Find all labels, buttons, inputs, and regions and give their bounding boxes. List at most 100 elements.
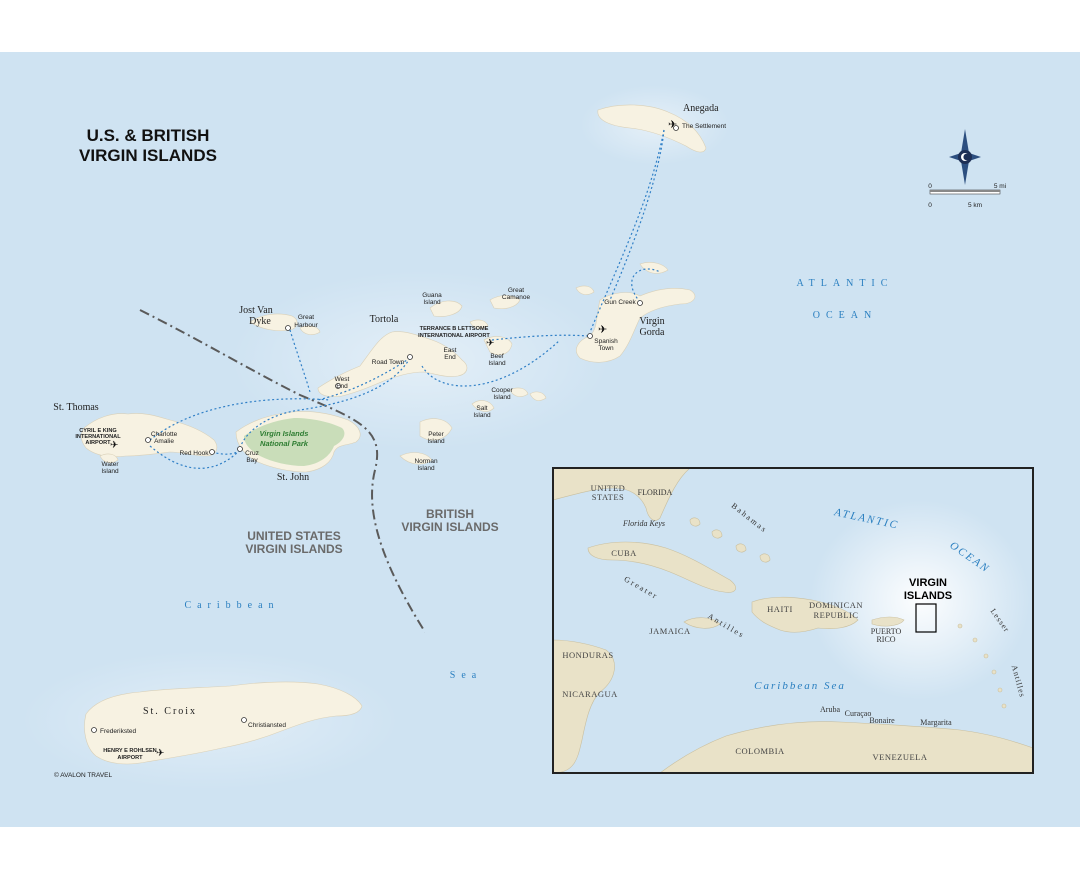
- label-guana-1: Guana: [422, 292, 442, 299]
- label-cyril-airport-3: AIRPORT: [85, 440, 111, 446]
- inset-central-america: [553, 639, 615, 773]
- jost-van-dyke-island: [249, 313, 298, 332]
- label-st-john: St. John: [277, 472, 309, 483]
- label-caribbean: Caribbean: [184, 600, 279, 611]
- label-great-camanoe-1: Great: [508, 287, 524, 294]
- label-peter-island-1: Peter: [428, 431, 444, 438]
- svg-text:✈: ✈: [110, 440, 118, 451]
- label-water-island-2: Island: [101, 468, 119, 475]
- virgin-gorda-island: [576, 288, 696, 363]
- inset-label-venezuela: VENEZUELA: [872, 752, 927, 762]
- label-water-island-1: Water: [101, 461, 119, 468]
- label-national-park-2: National Park: [260, 439, 309, 448]
- anegada-island: [597, 104, 707, 153]
- label-beef-island-1: Beef: [490, 353, 504, 360]
- label-terrance-airport-1: TERRANCE B LETTSOME: [420, 326, 489, 332]
- label-spanish-town-1: Spanish: [594, 338, 618, 345]
- label-virgin-gorda-2: Gorda: [640, 327, 666, 338]
- label-beef-island-2: Island: [488, 360, 506, 367]
- label-cyril-airport-2: INTERNATIONAL: [75, 434, 121, 440]
- label-salt-island-1: Salt: [476, 405, 487, 412]
- label-peter-island-2: Island: [427, 438, 445, 445]
- label-norman-island-2: Island: [417, 465, 435, 472]
- label-usvi-2: VIRGIN ISLANDS: [245, 542, 342, 556]
- label-the-settlement: The Settlement: [682, 123, 726, 130]
- inset-hispaniola: [751, 596, 859, 633]
- inset-florida: [553, 468, 691, 521]
- label-charlotte-amalie-1: Charlotte: [151, 431, 178, 438]
- label-great-harbour-2: Harbour: [294, 322, 318, 329]
- national-park-area: [244, 418, 345, 466]
- inset-label-margarita: Margarita: [920, 718, 952, 727]
- label-st-thomas: St. Thomas: [53, 402, 98, 413]
- inset-label-cuba: CUBA: [611, 548, 637, 558]
- label-henry-airport-2: AIRPORT: [117, 755, 143, 761]
- inset-label-united-1: UNITED: [591, 483, 626, 493]
- label-cooper-island-2: Island: [493, 394, 511, 401]
- inset-label-bonaire: Bonaire: [869, 716, 895, 725]
- label-spanish-town-2: Town: [598, 345, 614, 352]
- inset-label-florida: FLORIDA: [638, 488, 673, 497]
- inset-jamaica: [683, 617, 721, 629]
- scale-five-mi: 5 mi: [994, 183, 1006, 190]
- inset-label-aruba: Aruba: [820, 705, 840, 714]
- label-henry-airport-1: HENRY E ROHLSEN: [103, 748, 156, 754]
- label-jost-van-dyke-1: Jost Van: [239, 305, 272, 316]
- inset-label-virgin-islands-1: VIRGIN: [909, 577, 947, 589]
- inset-label-puerto-2: RICO: [876, 635, 895, 644]
- scale-zero-mi: 0: [928, 183, 932, 190]
- label-christiansted: Christiansted: [248, 722, 286, 729]
- label-cruz-bay-2: Bay: [246, 457, 258, 464]
- territorial-boundary: [139, 309, 426, 633]
- label-st-croix: St. Croix: [143, 706, 197, 717]
- inset-south-america: [659, 721, 1033, 773]
- inset-label-virgin-islands-2: ISLANDS: [904, 590, 952, 602]
- label-terrance-airport-2: INTERNATIONAL AIRPORT: [418, 333, 490, 339]
- inset-label-haiti: HAITI: [767, 604, 793, 614]
- label-gun-creek: Gun Creek: [604, 299, 636, 306]
- inset-label-colombia: COLOMBIA: [735, 746, 785, 756]
- inset-cuba: [587, 541, 736, 593]
- label-anegada: Anegada: [683, 103, 719, 114]
- label-virgin-gorda-1: Virgin: [639, 316, 664, 327]
- scale-five-km: 5 km: [968, 202, 982, 209]
- compass-rose-icon: [949, 129, 981, 185]
- airport-icon: ✈ ✈ ✈ ✈ ✈: [110, 119, 677, 759]
- inset-label-united-2: STATES: [592, 492, 625, 502]
- tortola-island: [317, 331, 468, 398]
- inset-label-nicaragua: NICARAGUA: [562, 689, 618, 699]
- inset-label-puerto-1: PUERTO: [871, 627, 902, 636]
- label-cooper-island-1: Cooper: [491, 387, 513, 394]
- label-east-end-2: End: [444, 354, 456, 361]
- inset-label-jamaica: JAMAICA: [649, 626, 691, 636]
- label-usvi-1: UNITED STATES: [247, 529, 341, 543]
- label-frederiksted: Frederiksted: [100, 728, 137, 735]
- inset-label-honduras: HONDURAS: [562, 650, 613, 660]
- map-title-line1: U.S. & BRITISH: [87, 126, 210, 145]
- label-tortola: Tortola: [370, 314, 399, 325]
- label-great-camanoe-2: Camanoe: [502, 294, 531, 301]
- scale-bar: 0 5 mi 0 5 km: [928, 183, 1006, 209]
- label-great-harbour-1: Great: [298, 314, 314, 321]
- st-croix-island: [84, 681, 363, 765]
- label-bvi-2: VIRGIN ISLANDS: [401, 520, 498, 534]
- label-national-park-1: Virgin Islands: [260, 429, 309, 438]
- label-ocean: OCEAN: [813, 310, 877, 321]
- inset-label-dominican-1: DOMINICAN: [809, 600, 863, 610]
- label-atlantic: ATLANTIC: [797, 278, 894, 289]
- inset-locator-box: [915, 603, 937, 633]
- label-sea: Sea: [450, 670, 482, 681]
- label-guana-2: Island: [423, 299, 441, 306]
- town-markers: [91, 125, 679, 733]
- st-thomas-island: [80, 413, 218, 458]
- inset-label-caribbean-sea: Caribbean Sea: [754, 680, 846, 692]
- inset-label-florida-keys: Florida Keys: [622, 519, 665, 528]
- label-bvi-1: BRITISH: [426, 507, 474, 521]
- label-cruz-bay-1: Cruz: [245, 450, 259, 457]
- svg-text:✈: ✈: [156, 748, 164, 759]
- inset-puerto-rico: [871, 616, 905, 627]
- label-east-end-1: East: [443, 347, 456, 354]
- label-salt-island-2: Island: [473, 412, 491, 419]
- svg-text:✈: ✈: [668, 119, 677, 131]
